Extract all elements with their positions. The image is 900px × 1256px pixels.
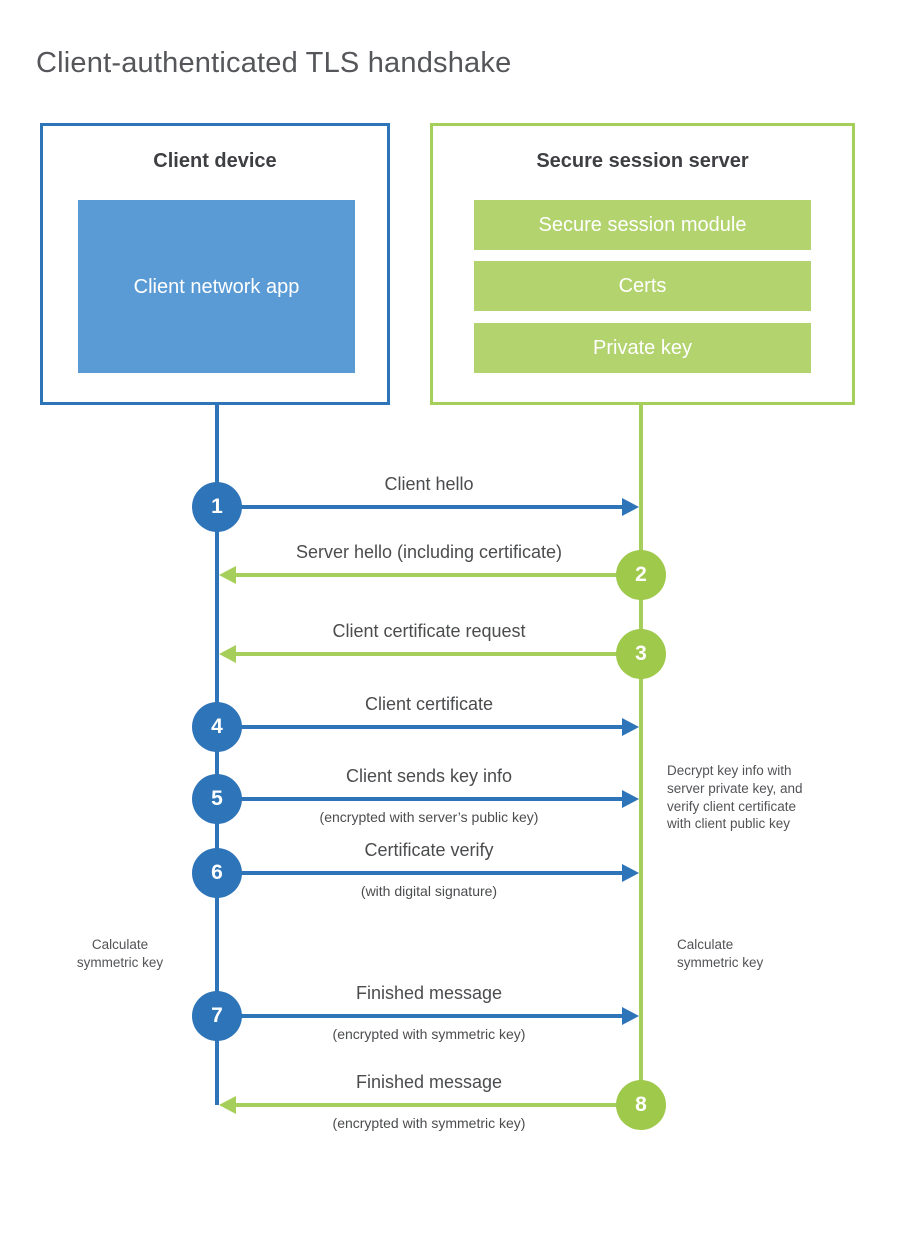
- message-arrow-line: [219, 797, 622, 801]
- client-lifeline: [215, 405, 219, 1105]
- message-label: Client certificate: [364, 694, 494, 714]
- message-arrow-line: [236, 1103, 641, 1107]
- diagram-title: Client-authenticated TLS handshake: [36, 47, 512, 80]
- server-title: Secure session server: [536, 150, 749, 172]
- message-sublabel: (encrypted with server’s public key): [319, 809, 539, 825]
- calc-symmetric-key-note-client: Calculate symmetric key: [76, 937, 164, 970]
- step-number-badge: 5: [192, 774, 242, 824]
- message-arrow-line: [236, 652, 641, 656]
- server-module-bar: Private key: [474, 323, 811, 373]
- arrowhead-icon: [622, 790, 639, 808]
- server-module-label: Secure session module: [538, 213, 747, 236]
- step-number-badge: 2: [616, 550, 666, 600]
- message-sublabel: (with digital signature): [360, 883, 498, 899]
- message-label: Client sends key info: [345, 766, 513, 786]
- calc-symmetric-key-note-server: Calculate symmetric key: [677, 937, 764, 970]
- message-arrow-line: [236, 573, 641, 577]
- message-sublabel: (encrypted with symmetric key): [332, 1115, 526, 1131]
- client-network-app-box: Client network app: [78, 200, 355, 373]
- step-number-badge: 4: [192, 702, 242, 752]
- message-label: Finished message: [355, 983, 503, 1003]
- server-module-bar: Certs: [474, 261, 811, 311]
- step-number-badge: 8: [616, 1080, 666, 1130]
- step-number-badge: 1: [192, 482, 242, 532]
- arrowhead-icon: [622, 1007, 639, 1025]
- client-device-title: Client device: [153, 150, 277, 172]
- arrowhead-icon: [219, 1096, 236, 1114]
- step-number-badge: 7: [192, 991, 242, 1041]
- server-module-label: Private key: [593, 336, 692, 359]
- arrowhead-icon: [622, 718, 639, 736]
- client-device-box: Client device Client network app: [40, 123, 390, 405]
- message-label: Client certificate request: [332, 621, 526, 641]
- step-number-badge: 6: [192, 848, 242, 898]
- secure-session-server-box: Secure session server Secure session mod…: [430, 123, 855, 405]
- message-label: Finished message: [355, 1072, 503, 1092]
- message-label: Certificate verify: [364, 840, 494, 860]
- server-lifeline: [639, 405, 643, 1111]
- server-module-bar: Secure session module: [474, 200, 811, 250]
- arrowhead-icon: [622, 864, 639, 882]
- arrowhead-icon: [622, 498, 639, 516]
- message-arrow-line: [219, 1014, 622, 1018]
- server-module-label: Certs: [618, 274, 667, 297]
- message-arrow-line: [219, 505, 622, 509]
- message-arrow-line: [219, 725, 622, 729]
- arrowhead-icon: [219, 566, 236, 584]
- message-sublabel: (encrypted with symmetric key): [332, 1026, 526, 1042]
- message-label: Server hello (including certificate): [295, 542, 563, 562]
- message-label: Client hello: [384, 474, 474, 494]
- message-arrow-line: [219, 871, 622, 875]
- server-decrypt-note: Decrypt key info with server private key…: [667, 763, 803, 832]
- client-app-label: Client network app: [133, 275, 300, 298]
- step-number-badge: 3: [616, 629, 666, 679]
- arrowhead-icon: [219, 645, 236, 663]
